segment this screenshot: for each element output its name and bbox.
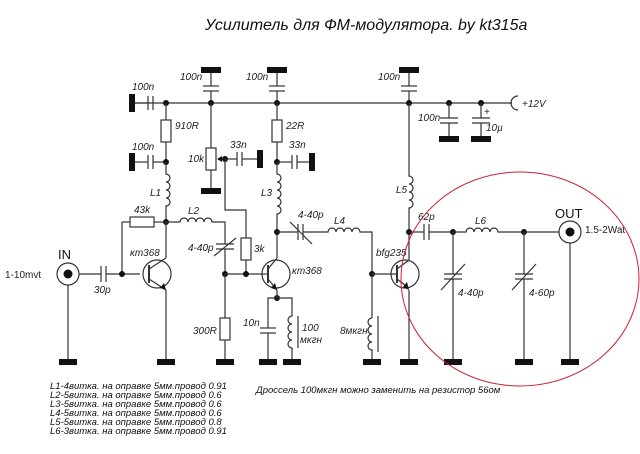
highlight-circle [400,171,640,387]
resistor-300R: 300R [193,274,234,365]
svg-text:300R: 300R [193,326,217,337]
potentiometer-10k[interactable]: 10k [188,103,222,194]
svg-text:100: 100 [302,323,319,334]
svg-text:10µ: 10µ [486,123,503,134]
svg-text:100n: 100n [180,72,203,83]
svg-text:L6: L6 [475,216,487,227]
ground-icon [129,94,135,112]
supply-cap-10u: + 10µ [471,103,503,142]
input-connector[interactable]: IN 1-10mvt [5,247,80,365]
resistor-910R: 910R [160,103,199,162]
choke-100uH: 100 мкгн [277,297,323,365]
decoupling-cap-3: 100n [180,67,221,103]
svg-text:L3: L3 [261,188,273,199]
inductor-L3: L3 [261,162,282,258]
capacitor-10n: 10n [243,297,277,365]
trimmer-cap-2[interactable]: 4-40p [277,210,325,245]
svg-text:L2: L2 [188,206,200,217]
trimmer-cap-4[interactable]: 4-60p [511,232,555,365]
inductor-L6: L6 [453,216,524,233]
svg-text:4-60p: 4-60p [529,288,555,299]
svg-text:L5: L5 [396,185,408,196]
svg-text:100n: 100n [378,72,401,83]
capacitor-62p: 62p [409,212,453,240]
capacitor-30p: 30p [79,266,140,296]
svg-text:1.5-2Wat: 1.5-2Wat [585,225,625,236]
svg-text:L4: L4 [334,216,346,227]
decoupling-cap-4: 100n [246,67,287,103]
svg-text:OUT: OUT [555,206,583,221]
coil-note: L4-5витка. на оправке 5мм.провод 0.6 [50,408,222,419]
svg-text:кт368: кт368 [130,248,160,259]
coil-note: L6-3витка. на оправке 5мм.провод 0.91 [50,426,227,437]
decoupling-cap-1: 100n [129,82,155,112]
transistor-q3: bfg235 [372,248,420,365]
svg-text:4-40p: 4-40p [298,210,324,221]
svg-text:62p: 62p [418,212,435,223]
svg-text:10k: 10k [188,154,205,165]
svg-text:1-10mvt: 1-10mvt [5,270,41,281]
choke-note: Дроссель 100мкгн можно заменить на резис… [255,385,501,396]
resistor-3k: 3k [240,237,266,274]
svg-text:100n: 100n [246,72,269,83]
supply-cap-100n: 100n [418,103,459,142]
resistor-43k: 43k [121,205,166,274]
coil-note: L2-5витка. на оправке 5мм.провод 0.6 [50,390,222,401]
svg-text:+: + [484,107,490,118]
svg-text:IN: IN [58,247,71,262]
transistor-q2: кт368 [261,257,322,291]
output-connector[interactable]: OUT 1.5-2Wat [524,206,625,365]
svg-text:33n: 33n [289,140,306,151]
inductor-L4: L4 [325,216,373,274]
capacitor-33n-1: 33n [225,140,263,168]
supply-label: +12V [522,99,547,110]
trimmer-cap-1[interactable]: 4-40p [188,234,237,274]
svg-text:4-40p: 4-40p [188,243,214,254]
inductor-L1: L1 [150,162,171,222]
coil-notes: L1-4витка. на оправке 5мм.провод 0.91 L2… [50,381,227,437]
svg-text:3k: 3k [254,244,266,255]
resistor-22R: 22R [271,103,304,162]
svg-text:L1: L1 [150,188,161,199]
decoupling-cap-5: 100n [378,67,419,103]
svg-text:кт368: кт368 [292,266,322,277]
coil-note: L3-5витка. на оправке 5мм.провод 0.6 [50,399,222,410]
decoupling-cap-2: 100n [129,142,166,171]
schematic-title: Усилитель для ФМ-модулятора. by kt315a [204,17,527,34]
inductor-L5: L5 [396,103,414,260]
svg-text:bfg235: bfg235 [376,248,407,259]
svg-text:мкгн: мкгн [300,335,323,346]
svg-text:43k: 43k [134,205,151,216]
svg-text:8мкгн: 8мкгн [340,326,368,337]
choke-8uH: 8мкгн [340,274,381,365]
svg-text:22R: 22R [285,121,304,132]
svg-text:100n: 100n [418,113,441,124]
svg-text:910R: 910R [175,121,199,132]
coil-note: L5-5витка. на оправке 5мм.провод 0.8 [50,417,222,428]
svg-text:33n: 33n [230,140,247,151]
capacitor-33n-2: 33n [277,140,315,171]
svg-text:100n: 100n [132,82,155,93]
svg-text:30p: 30p [94,285,111,296]
transistor-q1: кт368 [130,222,175,365]
svg-text:100n: 100n [132,142,155,153]
svg-text:10n: 10n [243,318,260,329]
svg-text:4-40p: 4-40p [458,288,484,299]
coil-note: L1-4витка. на оправке 5мм.провод 0.91 [50,381,227,392]
trimmer-cap-3[interactable]: 4-40p [440,232,484,365]
inductor-L2: L2 [166,206,226,234]
